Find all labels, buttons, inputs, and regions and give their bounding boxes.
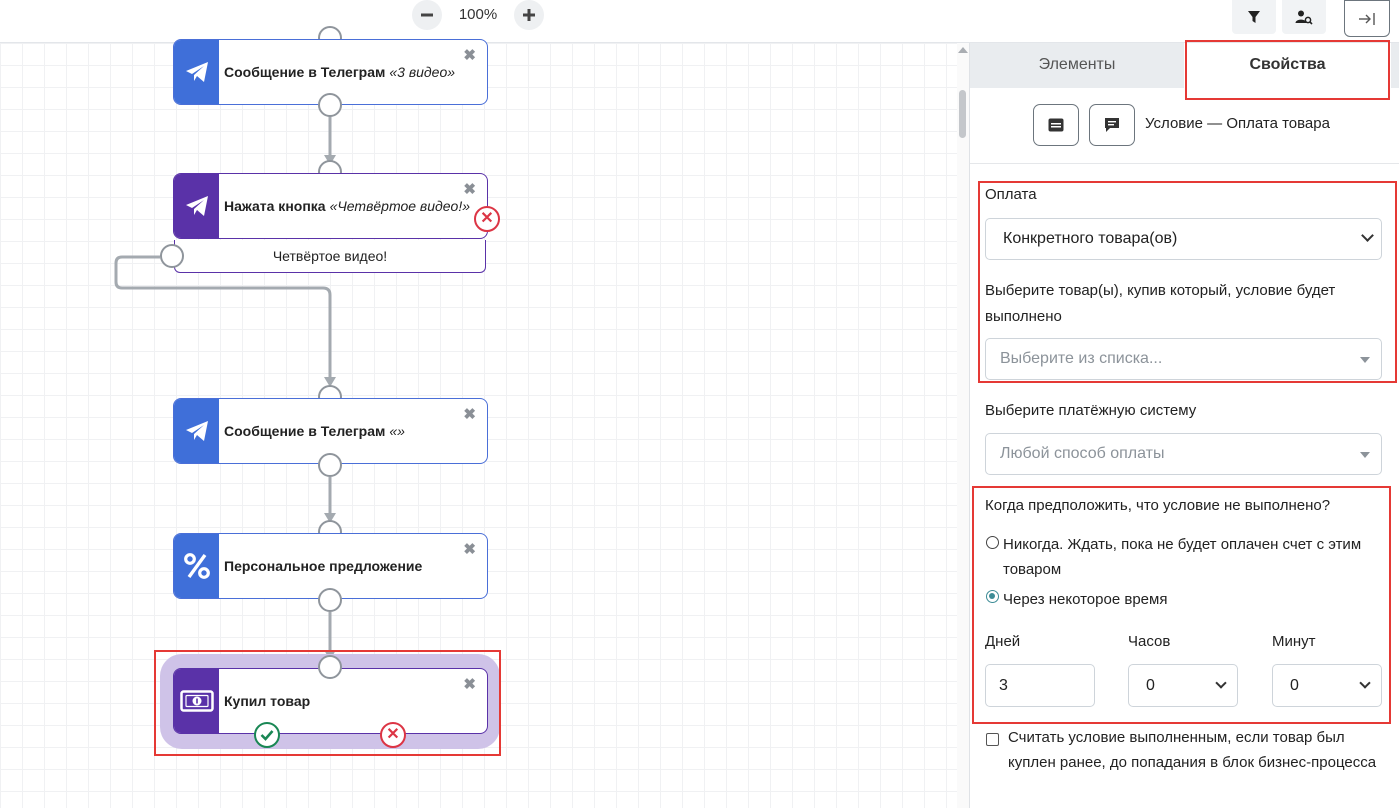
payment-type-value: Конкретного товара(ов): [1003, 230, 1178, 247]
days-input[interactable]: 3: [985, 664, 1095, 707]
hours-select[interactable]: 0: [1128, 664, 1238, 707]
hours-label: Часов: [1128, 633, 1171, 650]
telegram-icon: [185, 421, 208, 441]
top-toolbar: 100%: [0, 0, 1399, 43]
filter-button[interactable]: [1232, 0, 1276, 34]
products-select[interactable]: Выберите из списка...: [985, 338, 1382, 380]
radio-after-time[interactable]: [986, 590, 999, 603]
payment-type-select[interactable]: Конкретного товара(ов): [985, 218, 1382, 260]
radio-never[interactable]: [986, 536, 999, 549]
node-subtitle: «3 видео»: [389, 64, 456, 80]
node-subtitle: «»: [389, 423, 405, 439]
tab-properties[interactable]: Свойства: [1184, 43, 1391, 88]
flow-node-personal-offer[interactable]: Персональное предложение ✖: [173, 533, 488, 599]
minutes-select[interactable]: 0: [1272, 664, 1382, 707]
flow-node-telegram-message[interactable]: Сообщение в Телеграм«3 видео» ✖: [173, 39, 488, 105]
node-icon-area: [174, 40, 219, 104]
chevron-down-icon: [1359, 677, 1371, 689]
card-icon: [1048, 118, 1064, 132]
node-icon-area: [174, 399, 219, 463]
purchased-before-label[interactable]: Считать условие выполненным, если товар …: [1008, 729, 1377, 771]
tab-elements[interactable]: Элементы: [1038, 56, 1116, 73]
user-search-icon: [1295, 10, 1313, 25]
node-output-port[interactable]: [318, 453, 342, 477]
block-view-button[interactable]: [1033, 104, 1079, 146]
filter-icon: [1248, 11, 1260, 23]
node-icon-area: [174, 534, 219, 598]
minutes-value: 0: [1290, 677, 1299, 694]
comment-button[interactable]: [1089, 104, 1135, 146]
zoom-level: 100%: [458, 6, 498, 23]
products-placeholder: Выберите из списка...: [1000, 350, 1163, 367]
close-icon[interactable]: ✖: [463, 676, 476, 693]
node-title: Купил товар: [224, 669, 310, 733]
minus-icon: [421, 13, 433, 17]
divider: [970, 163, 1399, 164]
node-output-port[interactable]: [318, 588, 342, 612]
telegram-icon: [185, 62, 208, 82]
error-output-icon[interactable]: ✕: [380, 722, 406, 748]
node-subtitle: «Четвёртое видео!»: [329, 198, 471, 214]
chevron-down-icon: [1215, 677, 1227, 689]
node-title: Нажата кнопка«Четвёртое видео!»: [224, 174, 470, 238]
node-title-text: Купил товар: [224, 693, 311, 709]
block-title: Условие — Оплата товара: [1145, 115, 1330, 132]
payment-label: Оплата: [985, 186, 1037, 203]
fail-condition-question: Когда предположить, что условие не выпол…: [985, 497, 1331, 514]
error-output-icon[interactable]: ✕: [474, 206, 500, 232]
close-icon[interactable]: ✖: [463, 181, 476, 198]
purchased-before-checkbox[interactable]: [986, 733, 999, 746]
payment-system-label: Выберите платёжную систему: [985, 402, 1197, 419]
telegram-icon: [185, 196, 208, 216]
node-title: Персональное предложение: [224, 534, 422, 598]
node-output-port[interactable]: [318, 93, 342, 117]
radio-never-label[interactable]: Никогда. Ждать, пока не будет оплачен сч…: [1003, 532, 1383, 582]
button-output-port[interactable]: [160, 244, 184, 268]
radio-never-text: Никогда. Ждать, пока не будет оплачен сч…: [1003, 536, 1362, 578]
node-title-text: Сообщение в Телеграм: [224, 423, 386, 439]
node-title: Сообщение в Телеграм«3 видео»: [224, 40, 455, 104]
node-title-text: Персональное предложение: [224, 558, 423, 574]
money-icon: [179, 690, 214, 712]
success-output-icon[interactable]: [254, 722, 280, 748]
close-panel-button[interactable]: [1344, 0, 1390, 37]
node-title-text: Нажата кнопка: [224, 198, 326, 214]
hours-value: 0: [1146, 677, 1155, 694]
node-title-text: Сообщение в Телеграм: [224, 64, 386, 80]
canvas-scrollbar[interactable]: [957, 43, 969, 808]
panel-tabs: Элементы Свойства: [970, 43, 1399, 88]
close-icon[interactable]: ✖: [463, 406, 476, 423]
close-icon[interactable]: ✖: [463, 47, 476, 64]
close-icon[interactable]: ✖: [463, 541, 476, 558]
properties-panel: Элементы Свойства Условие — Оплата товар…: [969, 43, 1399, 808]
arrow-to-right-icon: [1359, 12, 1375, 25]
days-label: Дней: [985, 633, 1021, 650]
node-input-port[interactable]: [318, 655, 342, 679]
scrollbar-thumb[interactable]: [959, 90, 966, 138]
caret-down-icon: [1360, 357, 1370, 363]
percent-icon: [183, 553, 210, 579]
node-button-label: Четвёртое видео!: [174, 240, 486, 273]
user-search-button[interactable]: [1282, 0, 1326, 34]
caret-down-icon: [1360, 452, 1370, 458]
flow-node-purchased[interactable]: Купил товар ✖: [173, 668, 488, 734]
plus-icon: [523, 9, 535, 21]
scroll-up-arrow[interactable]: [958, 47, 968, 53]
minutes-label: Минут: [1272, 633, 1316, 650]
zoom-out-button[interactable]: [412, 0, 442, 30]
flow-node-button-pressed[interactable]: Нажата кнопка«Четвёртое видео!» ✖: [173, 173, 488, 239]
zoom-in-button[interactable]: [514, 0, 544, 30]
comment-icon: [1105, 118, 1119, 132]
products-label: Выберите товар(ы), купив который, услови…: [985, 282, 1336, 325]
chevron-down-icon: [1361, 229, 1374, 242]
payment-system-placeholder: Любой способ оплаты: [1000, 445, 1165, 462]
radio-after-time-label[interactable]: Через некоторое время: [1003, 591, 1168, 608]
check-icon: [260, 730, 274, 741]
node-icon-area: [174, 174, 219, 238]
payment-system-select[interactable]: Любой способ оплаты: [985, 433, 1382, 475]
node-icon-area: [174, 669, 219, 733]
node-title: Сообщение в Телеграм«»: [224, 399, 405, 463]
